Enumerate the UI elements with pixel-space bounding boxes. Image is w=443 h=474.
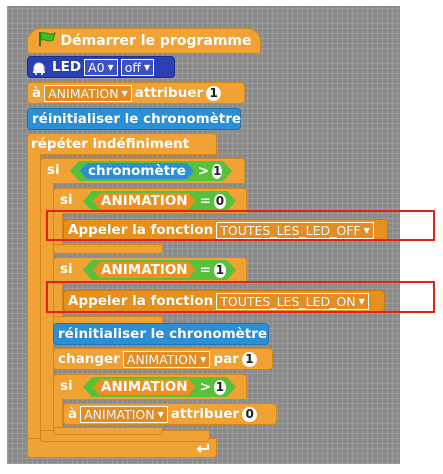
if-animation-0-footer [53,244,163,254]
start-program-label: Démarrer le programme [60,33,252,49]
timer-compare-condition[interactable]: chronomètre > 1 [70,161,232,181]
loop-arrow-icon [196,444,209,453]
function-dropdown[interactable]: TOUTES_LES_LED_ON▼ [216,292,369,310]
animation-reporter[interactable]: ANIMATION [93,193,196,209]
change-animation-block[interactable]: changer ANIMATION▼ par 1 [53,348,273,370]
value-input[interactable]: 1 [206,85,222,101]
function-dropdown[interactable]: TOUTES_LES_LED_OFF▼ [216,221,374,239]
call-function-off-block[interactable]: Appeler la fonction TOUTES_LES_LED_OFF▼ [63,219,388,241]
highlight-box-on [46,281,435,313]
reset-timer-block[interactable]: réinitialiser le chronomètre [27,108,241,130]
script-canvas[interactable]: Démarrer le programme LED A0▼ off▼ à ANI… [7,6,400,464]
animation-equals-1-condition[interactable]: ANIMATION = 1 [83,260,236,280]
chevron-down-icon: ▼ [200,354,207,364]
chevron-down-icon: ▼ [143,62,151,72]
forever-loop-header[interactable] [27,133,217,155]
change-value-input[interactable]: 1 [241,351,257,367]
compare-value-input[interactable]: 0 [215,194,225,208]
led-label: LED [52,59,82,75]
if-animation-0-label: si [60,192,73,208]
if-animation-gt1-arm [53,399,63,429]
highlight-box-off [46,210,435,241]
animation-reporter[interactable]: ANIMATION [93,379,196,395]
assign-animation-block-2[interactable]: à ANIMATION▼ attribuer 0 [63,403,277,425]
chevron-down-icon: ▼ [363,225,370,235]
chevron-down-icon: ▼ [107,62,114,72]
compare-value-input[interactable]: 1 [215,263,225,277]
chevron-down-icon: ▼ [121,88,128,98]
led-state-dropdown[interactable]: off▼ [120,58,155,76]
forever-loop-arm [27,154,41,449]
animation-equals-0-condition[interactable]: ANIMATION = 0 [83,191,236,211]
if-animation-gt1-label: si [60,378,73,394]
chevron-down-icon: ▼ [358,296,365,306]
if-animation-1-label: si [60,261,73,277]
if-animation-1-arm [53,282,63,318]
forever-loop-label: répéter indéfiniment [31,136,190,152]
start-program-block[interactable]: Démarrer le programme [27,28,261,54]
variable-dropdown[interactable]: ANIMATION▼ [122,350,211,368]
timer-threshold-input[interactable]: 1 [212,164,222,178]
if-timer-label: si [47,162,60,178]
assign-animation-block[interactable]: à ANIMATION▼ attribuer 1 [27,82,245,104]
reset-timer-block-2[interactable]: réinitialiser le chronomètre [53,323,269,345]
led-block[interactable]: LED A0▼ off▼ [27,56,175,78]
timer-reporter[interactable]: chronomètre [80,163,194,179]
if-animation-gt1-footer [53,427,163,435]
if-animation-0-arm [53,213,63,245]
variable-dropdown[interactable]: ANIMATION▼ [44,84,132,102]
animation-greater-1-condition[interactable]: ANIMATION > 1 [83,377,236,397]
green-flag-icon [37,31,57,51]
led-icon [32,59,46,75]
compare-value-input[interactable]: 1 [215,380,225,394]
chevron-down-icon: ▼ [157,409,164,419]
animation-reporter[interactable]: ANIMATION [93,262,196,278]
variable-dropdown[interactable]: ANIMATION▼ [80,405,168,423]
led-pin-dropdown[interactable]: A0▼ [84,58,118,76]
value-input[interactable]: 0 [242,406,258,422]
call-function-on-block[interactable]: Appeler la fonction TOUTES_LES_LED_ON▼ [63,290,385,312]
